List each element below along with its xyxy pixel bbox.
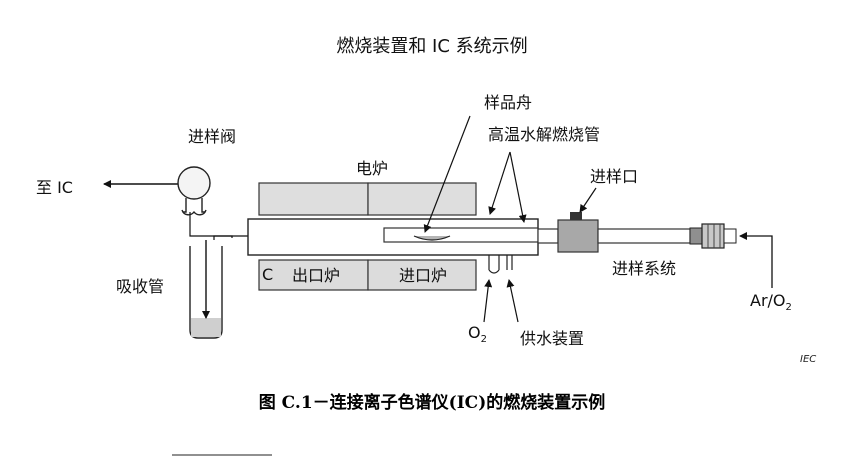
water-inlet: [506, 255, 513, 270]
furnace-label: 电炉: [356, 159, 388, 178]
inlet-furnace: [367, 259, 477, 291]
electric-furnace: [258, 182, 477, 216]
ar-o2-feed: [739, 232, 773, 288]
tube-pointer-b: [509, 151, 527, 223]
combustion-tube: [247, 218, 559, 256]
water-arrow: [506, 279, 519, 323]
tube-label: 高温水解燃烧管: [488, 125, 600, 144]
sampling-valve: [177, 166, 211, 216]
sampling-system-label: 进样系统: [612, 259, 676, 278]
figure-caption: 图 C.1－连接离子色谱仪(IC)的燃烧装置示例: [259, 392, 605, 413]
inlet-port-pointer: [579, 187, 597, 213]
lower-furnaces: [258, 259, 477, 291]
inlet-port-label: 进样口: [590, 167, 638, 186]
boat-pointer: [423, 115, 471, 233]
ar-o2-label: Ar/O2: [750, 291, 792, 313]
boat-label: 样品舟: [484, 93, 532, 112]
o2-label-base: O: [468, 323, 481, 342]
absorber-label: 吸收管: [116, 277, 164, 296]
iec-mark: IEC: [800, 354, 816, 365]
sample-boat: [413, 235, 451, 241]
valve-label: 进样阀: [188, 127, 236, 146]
absorption-tube: [189, 240, 223, 339]
outlet-line: [213, 235, 248, 240]
furnace-c-mark: C: [262, 265, 273, 284]
tube-pointer-a: [488, 151, 511, 215]
water-supply-label: 供水装置: [520, 329, 584, 348]
inlet-port: [557, 212, 599, 253]
o2-label: O2: [468, 323, 487, 345]
sampling-system: [597, 223, 737, 249]
ar-o2-label-sub: 2: [786, 302, 792, 313]
o2-label-sub: 2: [481, 334, 487, 345]
to-ic-label: 至 IC: [36, 178, 73, 197]
o2-inlet: [488, 255, 500, 274]
diagram-title: 燃烧装置和 IC 系统示例: [336, 36, 527, 57]
connecting-line: [189, 212, 233, 238]
outlet-furnace-label: 出口炉: [292, 266, 340, 285]
o2-arrow: [483, 279, 493, 323]
inlet-furnace-label: 进口炉: [399, 266, 447, 285]
ar-o2-label-base: Ar/O: [750, 291, 786, 310]
